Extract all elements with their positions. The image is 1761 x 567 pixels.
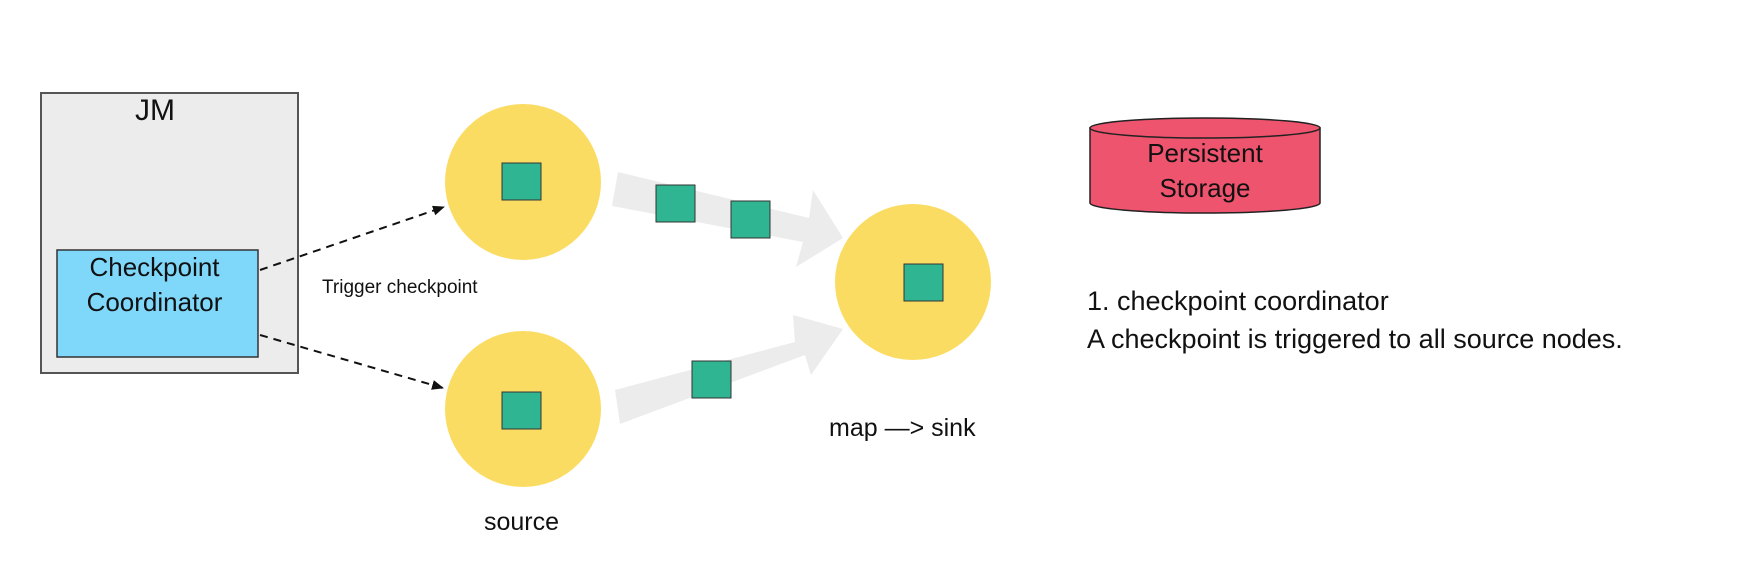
checkpoint-coordinator-label: Checkpoint Coordinator <box>57 250 252 320</box>
storage-line-1: Persistent <box>1147 138 1263 168</box>
coordinator-line-2: Coordinator <box>86 287 223 317</box>
persistent-storage-cylinder[interactable] <box>1089 117 1321 214</box>
barrier-square <box>691 360 732 399</box>
barrier-square <box>903 263 944 302</box>
persistent-storage-label: Persistent Storage <box>1090 136 1320 206</box>
trigger-edge-upper <box>259 205 445 271</box>
storage-line-2: Storage <box>1159 173 1251 203</box>
step-title: 1. checkpoint coordinator <box>1087 286 1389 316</box>
barrier-square <box>730 200 771 239</box>
trigger-checkpoint-label: Trigger checkpoint <box>322 277 478 298</box>
barrier-square <box>655 184 696 223</box>
source-label: source <box>484 508 560 536</box>
checkpoint-coordinator-box[interactable] <box>56 249 259 358</box>
trigger-edge-lower <box>259 334 444 390</box>
barrier-square <box>501 391 542 430</box>
flow-arrow-upper <box>612 172 843 267</box>
coordinator-line-1: Checkpoint <box>89 252 220 282</box>
barrier-square <box>501 162 542 201</box>
step-description: A checkpoint is triggered to all source … <box>1087 324 1623 354</box>
sink-label: map —> sink <box>829 414 976 442</box>
jm-title: JM <box>135 94 175 127</box>
